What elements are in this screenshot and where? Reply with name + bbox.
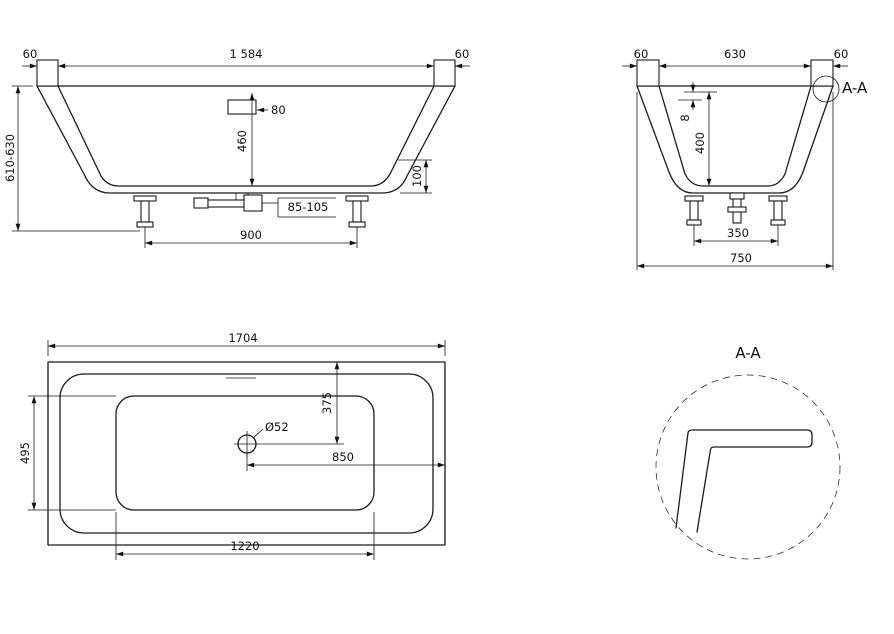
front-rim-right-dim: 60 — [455, 47, 470, 61]
foot-bracket — [345, 195, 369, 202]
plan-view: Ø52 1704 375 850 495 1220 — [18, 331, 446, 560]
drain-flange — [729, 192, 745, 200]
front-elevation-view: 80 85-105 1 584 60 60 — [3, 47, 470, 248]
end-foot-right — [768, 195, 788, 229]
drain-endcap — [193, 197, 209, 209]
front-depth-dim: 460 — [235, 130, 249, 152]
front-rim-tab-right — [433, 59, 456, 87]
front-length-dim: 1 584 — [230, 47, 263, 61]
drain-assembly-end — [727, 192, 747, 224]
end-feet-dim: 350 — [727, 226, 749, 240]
drain-nut — [727, 206, 747, 213]
end-rim-right-dim: 60 — [834, 47, 849, 61]
front-foot-left — [133, 195, 157, 231]
section-detail-view: A-A — [655, 344, 841, 560]
end-rim-tab-right — [810, 59, 834, 87]
detail-boundary-circle — [655, 374, 841, 560]
foot-pad — [770, 219, 786, 226]
section-cut-circle — [812, 75, 840, 103]
end-rim-left-dim: 60 — [634, 47, 649, 61]
section-cut-label: A-A — [842, 79, 868, 97]
end-wall-dim: 8 — [678, 114, 692, 121]
front-tub-outer-profile — [36, 85, 456, 194]
end-width-dim: 630 — [724, 47, 746, 61]
foot-pad — [348, 221, 366, 228]
front-tub-inner-profile — [57, 85, 435, 187]
plan-drain-centermarks — [234, 431, 260, 457]
end-depth-dim: 400 — [693, 132, 707, 154]
end-overall-dim: 750 — [730, 251, 752, 265]
front-skirt-dim: 100 — [410, 165, 424, 187]
front-height-dim: 610-630 — [3, 134, 17, 182]
plan-length-dim: 1704 — [228, 331, 257, 345]
front-feet-dim: 900 — [240, 228, 262, 242]
front-overflow-dim: 80 — [271, 103, 286, 117]
foot-leg — [689, 200, 699, 221]
front-rim-tab-left — [36, 59, 59, 87]
foot-leg — [773, 200, 783, 221]
front-rim-left-dim: 60 — [23, 47, 38, 61]
foot-bracket — [768, 195, 788, 202]
front-foot-right — [345, 195, 369, 231]
foot-leg — [352, 200, 362, 223]
foot-pad — [136, 221, 154, 228]
end-wall-extlines — [678, 91, 702, 101]
front-height-extlines — [12, 85, 140, 232]
end-tub-outer-profile — [636, 85, 834, 194]
plan-drain-leader — [252, 428, 264, 439]
end-elevation-view: A-A 630 60 60 8 400 — [622, 47, 868, 270]
plan-floor-rect — [115, 395, 375, 511]
plan-width-extlines — [28, 395, 116, 511]
foot-leg — [140, 200, 150, 223]
drain-assembly-front — [193, 193, 278, 212]
plan-drain-long-dim: 850 — [332, 450, 354, 464]
drain-trap — [243, 194, 263, 212]
overflow-slot — [227, 99, 257, 115]
plan-bottom-dim: 1220 — [230, 539, 259, 553]
end-overall-extlines — [636, 92, 834, 270]
end-rim-tab-left — [636, 59, 660, 87]
foot-bracket — [133, 195, 157, 202]
foot-bracket — [684, 195, 704, 202]
plan-width-dim: 495 — [18, 442, 32, 464]
rim-profile-section — [675, 429, 813, 533]
plan-drain-cross-dim: 375 — [320, 392, 334, 414]
front-trap-adjust-dim: 85-105 — [288, 200, 329, 214]
detail-title: A-A — [735, 344, 761, 362]
plan-drain-dia-dim: Ø52 — [265, 420, 289, 434]
foot-pad — [686, 219, 702, 226]
trap-adjust-lines — [277, 197, 336, 218]
plan-rim-inner-rect — [59, 373, 434, 534]
end-foot-left — [684, 195, 704, 229]
drain-pipe — [207, 199, 245, 208]
plan-outer-rect — [47, 361, 446, 546]
end-tub-inner-profile — [658, 85, 812, 187]
